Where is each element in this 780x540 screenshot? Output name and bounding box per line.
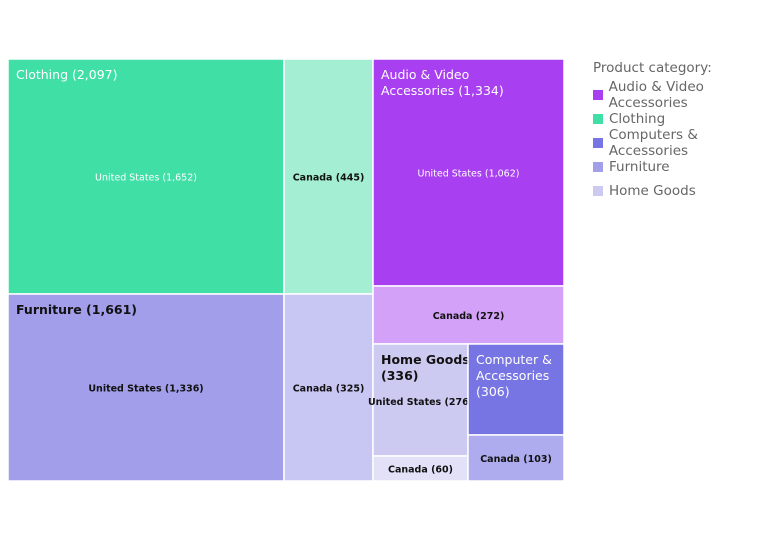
legend-item-audio-and-video-accessories[interactable]: Audio & Video Accessories	[593, 79, 780, 111]
legend-label: Clothing	[609, 111, 666, 127]
treemap-cell-furniture-united-states[interactable]	[7, 293, 285, 482]
cell-label-furniture-canada: Canada (325)	[293, 384, 365, 395]
legend-title: Product category:	[593, 60, 712, 76]
legend-item-furniture[interactable]: Furniture	[593, 155, 780, 179]
cell-label-computer-and-accessories-canada: Canada (103)	[480, 454, 552, 465]
legend-swatch	[593, 138, 603, 148]
legend-item-home-goods[interactable]: Home Goods	[593, 179, 780, 203]
category-label-computer-and-accessories: Computer &Accessories(306)	[476, 352, 552, 399]
treemap-cell-clothing-canada[interactable]	[283, 58, 374, 295]
legend-label: Audio & Video Accessories	[608, 79, 704, 111]
legend-label: Furniture	[609, 159, 670, 175]
cell-label-furniture-united-states: United States (1,336)	[88, 384, 203, 395]
treemap-cell-clothing-united-states[interactable]	[7, 58, 285, 295]
cell-label-audio-and-video-accessories-united-states: United States (1,062)	[418, 169, 520, 180]
legend-swatch	[593, 186, 603, 196]
cell-label-home-goods-canada: Canada (60)	[388, 465, 453, 476]
treemap-cell-audio-and-video-accessories-canada[interactable]	[372, 285, 565, 345]
cell-label-audio-and-video-accessories-canada: Canada (272)	[433, 311, 505, 322]
legend-swatch	[593, 90, 603, 100]
legend-label: Computers & Accessories	[608, 127, 698, 159]
cell-label-clothing-canada: Canada (445)	[293, 173, 365, 184]
cell-label-home-goods-united-states: United States (276)	[368, 397, 473, 408]
legend-item-clothing[interactable]: Clothing	[593, 107, 780, 131]
legend: Product category: Audio & Video Accessor…	[593, 60, 780, 203]
legend-swatch	[593, 114, 603, 124]
cell-label-clothing-united-states: United States (1,652)	[95, 173, 197, 184]
category-label-furniture: Furniture (1,661)	[16, 302, 137, 317]
treemap-cell-furniture-canada[interactable]	[283, 293, 374, 482]
treemap-cell-computer-and-accessories-canada[interactable]	[467, 434, 565, 482]
legend-swatch	[593, 162, 603, 172]
legend-label: Home Goods	[609, 183, 696, 199]
category-label-home-goods: Home Goods(336)	[381, 352, 470, 383]
legend-item-computers-and-accessories[interactable]: Computers & Accessories	[593, 127, 780, 159]
category-label-clothing: Clothing (2,097)	[16, 67, 118, 82]
treemap-cell-computer-and-accessories-united-states[interactable]	[467, 343, 565, 436]
